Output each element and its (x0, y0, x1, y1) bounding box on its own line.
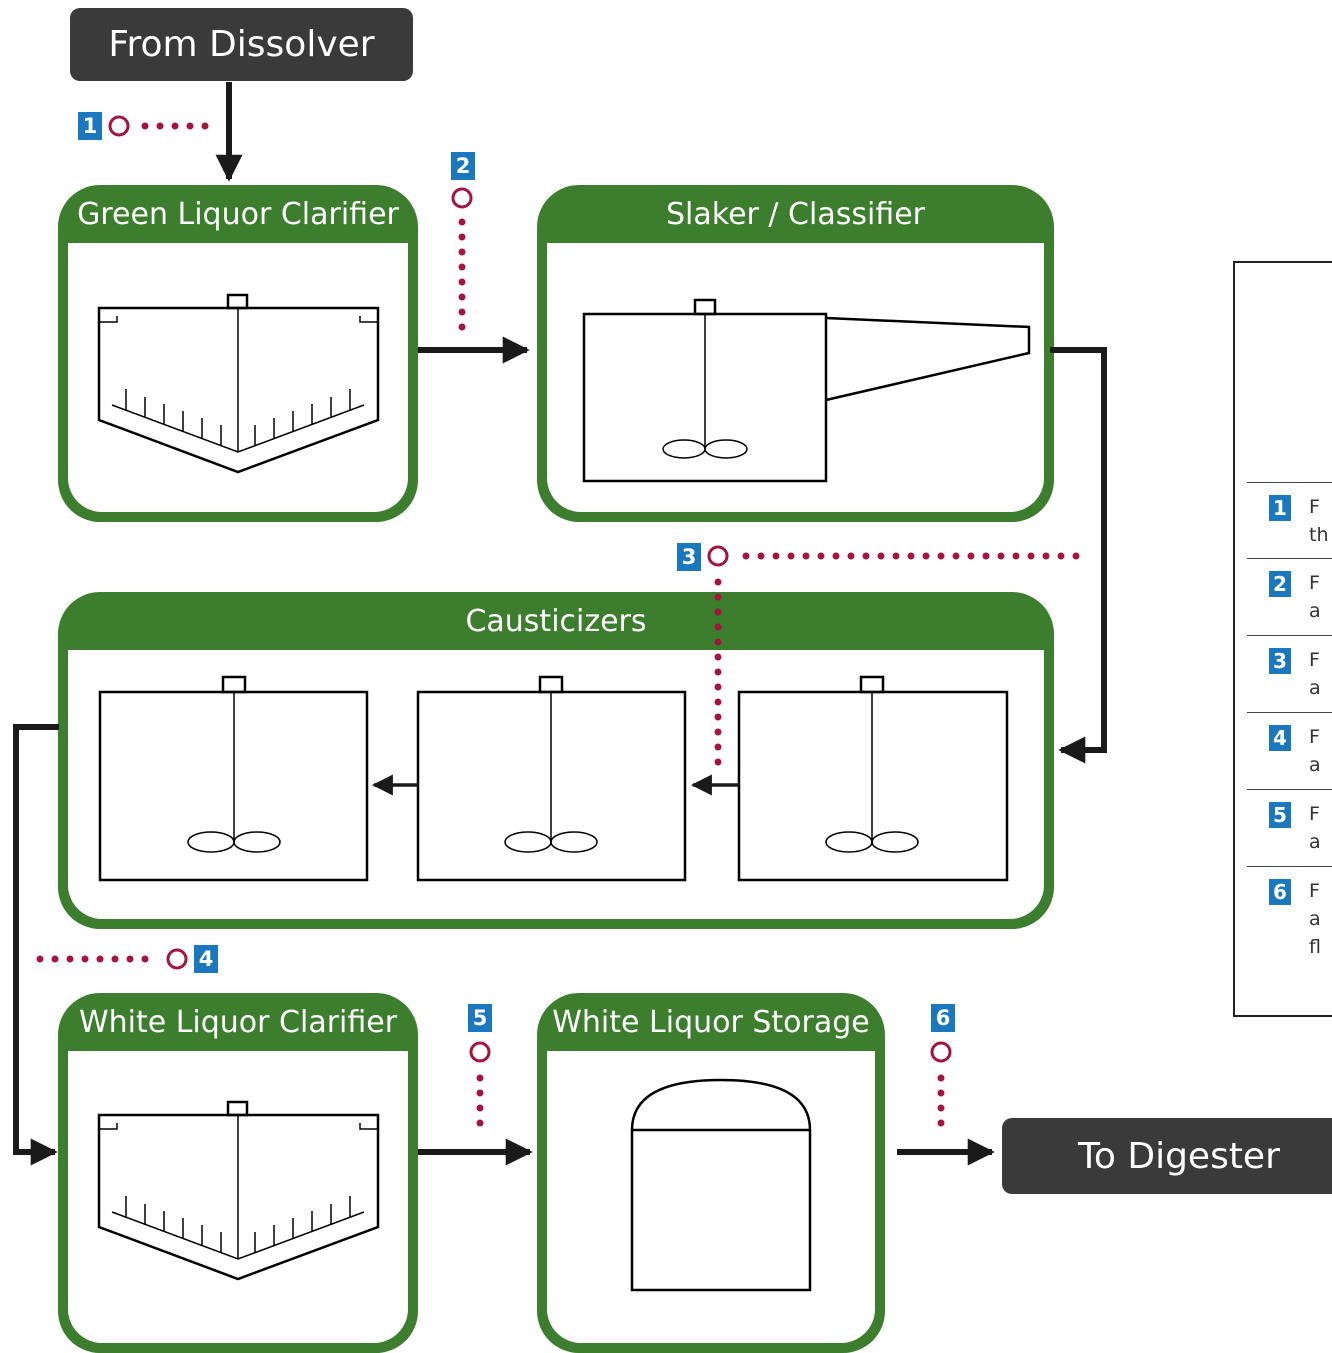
legend-panel: 1 F th 2 F a 3 F a 4 F a 5 F a 6 F a fl (1233, 261, 1332, 1017)
process-diagram: From Dissolver To Digester Green Liquor … (13, 8, 1332, 1353)
causticizer-tank-3 (737, 675, 1009, 882)
legend-row: 2 F a (1247, 558, 1332, 622)
legend-text: F a (1309, 726, 1321, 776)
white-clarifier-vessel (97, 1100, 380, 1281)
legend-badge: 2 (1269, 571, 1291, 597)
legend-text: F a fl (1309, 880, 1321, 958)
from-dissolver-label: From Dissolver (108, 24, 375, 65)
causticizer-tank-2 (416, 675, 687, 882)
causticizers-unit: Causticizers (58, 592, 1054, 929)
legend-row: 4 F a (1247, 712, 1332, 776)
legend-text: F a (1309, 649, 1321, 699)
unit-title: Slaker / Classifier (666, 196, 925, 232)
legend-badge: 3 (1269, 648, 1291, 674)
white-liquor-clarifier-unit: White Liquor Clarifier (58, 993, 418, 1353)
legend-text: F a (1309, 572, 1321, 622)
legend-row: 5 F a (1247, 789, 1332, 853)
from-dissolver-terminal: From Dissolver (70, 8, 413, 81)
unit-body (68, 650, 1044, 919)
unit-title: Causticizers (465, 603, 647, 639)
storage-tank (630, 1078, 812, 1292)
legend-badge: 1 (1269, 495, 1291, 521)
sample-badge-3: 3 (677, 543, 701, 571)
legend-row: 6 F a fl (1247, 866, 1332, 958)
to-digester-label: To Digester (1078, 1135, 1280, 1177)
legend-text: F a (1309, 803, 1321, 853)
sample-markers (36, 115, 1094, 1134)
unit-body (547, 1051, 875, 1343)
flow-drawing (13, 82, 1107, 1292)
legend-badge: 4 (1269, 725, 1291, 751)
sample-badge-1: 1 (78, 112, 102, 140)
slaker-vessel (582, 298, 1031, 483)
white-liquor-storage-unit: White Liquor Storage (537, 993, 885, 1353)
flow-arrows (13, 82, 1107, 1166)
unit-title: White Liquor Storage (552, 1004, 870, 1040)
legend-badge: 5 (1269, 802, 1291, 828)
legend-badge: 6 (1269, 879, 1291, 905)
legend-row: 3 F a (1247, 635, 1332, 699)
sample-badge-4: 4 (194, 945, 218, 973)
sample-badge-5: 5 (468, 1004, 492, 1032)
slaker-classifier-unit: Slaker / Classifier (537, 185, 1054, 522)
legend-text: F th (1309, 496, 1329, 546)
unit-title: Green Liquor Clarifier (77, 196, 399, 232)
green-clarifier-vessel (97, 293, 380, 474)
unit-title: White Liquor Clarifier (78, 1004, 398, 1040)
causticizer-tank-1 (98, 675, 369, 882)
legend-row: 1 F th (1247, 482, 1332, 546)
unit-body (547, 243, 1044, 512)
to-digester-terminal: To Digester (1002, 1118, 1332, 1194)
sample-badge-6: 6 (931, 1004, 955, 1032)
sample-badge-2: 2 (451, 152, 475, 180)
